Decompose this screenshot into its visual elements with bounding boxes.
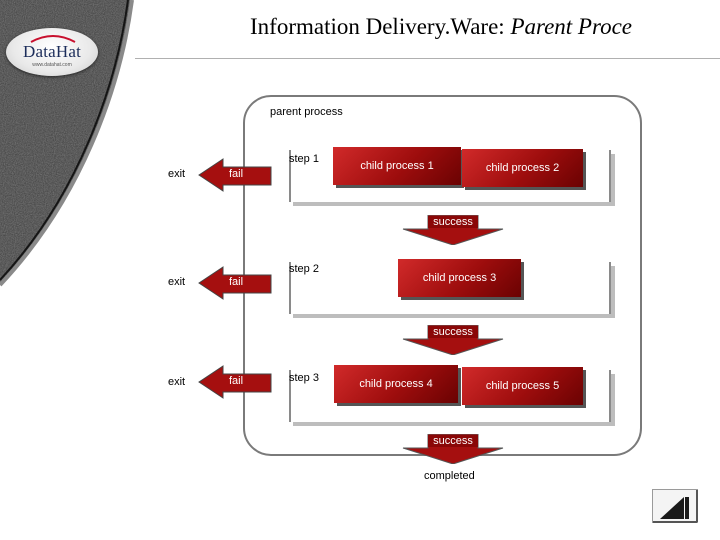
child-process-1: child process 1 <box>333 147 461 185</box>
step-2-success-label: success <box>428 326 478 338</box>
child-process-2: child process 2 <box>462 149 583 187</box>
title-divider <box>135 58 720 59</box>
title-subtitle: Parent Proce <box>510 14 632 39</box>
logo-arc-icon <box>30 35 76 43</box>
step-1-fail-label: fail <box>229 168 244 180</box>
step-3-success-arrow: success <box>401 433 505 465</box>
page-title: Information Delivery.Ware: Parent Proce <box>250 14 720 40</box>
company-logo: DataHat www.datahat.com <box>6 28 98 76</box>
step-3-fail-label: fail <box>229 375 244 387</box>
step-3-exit-label: exit <box>168 376 186 388</box>
fail-arrow-icon <box>198 158 272 192</box>
step-1-exit-label: exit <box>168 168 186 180</box>
child-process-5: child process 5 <box>462 367 583 405</box>
completed-label: completed <box>424 470 475 482</box>
step-1-label: step 1 <box>289 153 319 165</box>
child-process-4: child process 4 <box>334 365 458 403</box>
step-2-exit-label: exit <box>168 276 186 288</box>
step-2-success-arrow: success <box>401 324 505 356</box>
step-1-success-arrow: success <box>401 214 505 246</box>
title-product: Ware: <box>450 14 511 39</box>
step-1-fail-arrow: fail <box>195 157 273 193</box>
logo-url: www.datahat.com <box>32 62 72 68</box>
title-main: Information Delivery <box>250 14 445 39</box>
parent-process-label: parent process <box>270 106 343 118</box>
sidebar-background <box>0 0 134 287</box>
child-process-3: child process 3 <box>398 259 521 297</box>
slide-back-icon[interactable] <box>652 489 698 523</box>
step-3-fail-arrow: fail <box>195 364 273 400</box>
step-2-fail-arrow: fail <box>195 265 273 301</box>
step-1-success-label: success <box>428 216 478 228</box>
logo-name: DataHat <box>22 42 82 61</box>
fail-arrow-icon <box>198 266 272 300</box>
step-2-fail-label: fail <box>229 276 244 288</box>
step-2-label: step 2 <box>289 263 319 275</box>
fail-arrow-icon <box>198 365 272 399</box>
step-3-success-label: success <box>428 435 478 447</box>
title-separator: . <box>444 14 451 39</box>
step-3-label: step 3 <box>289 372 319 384</box>
